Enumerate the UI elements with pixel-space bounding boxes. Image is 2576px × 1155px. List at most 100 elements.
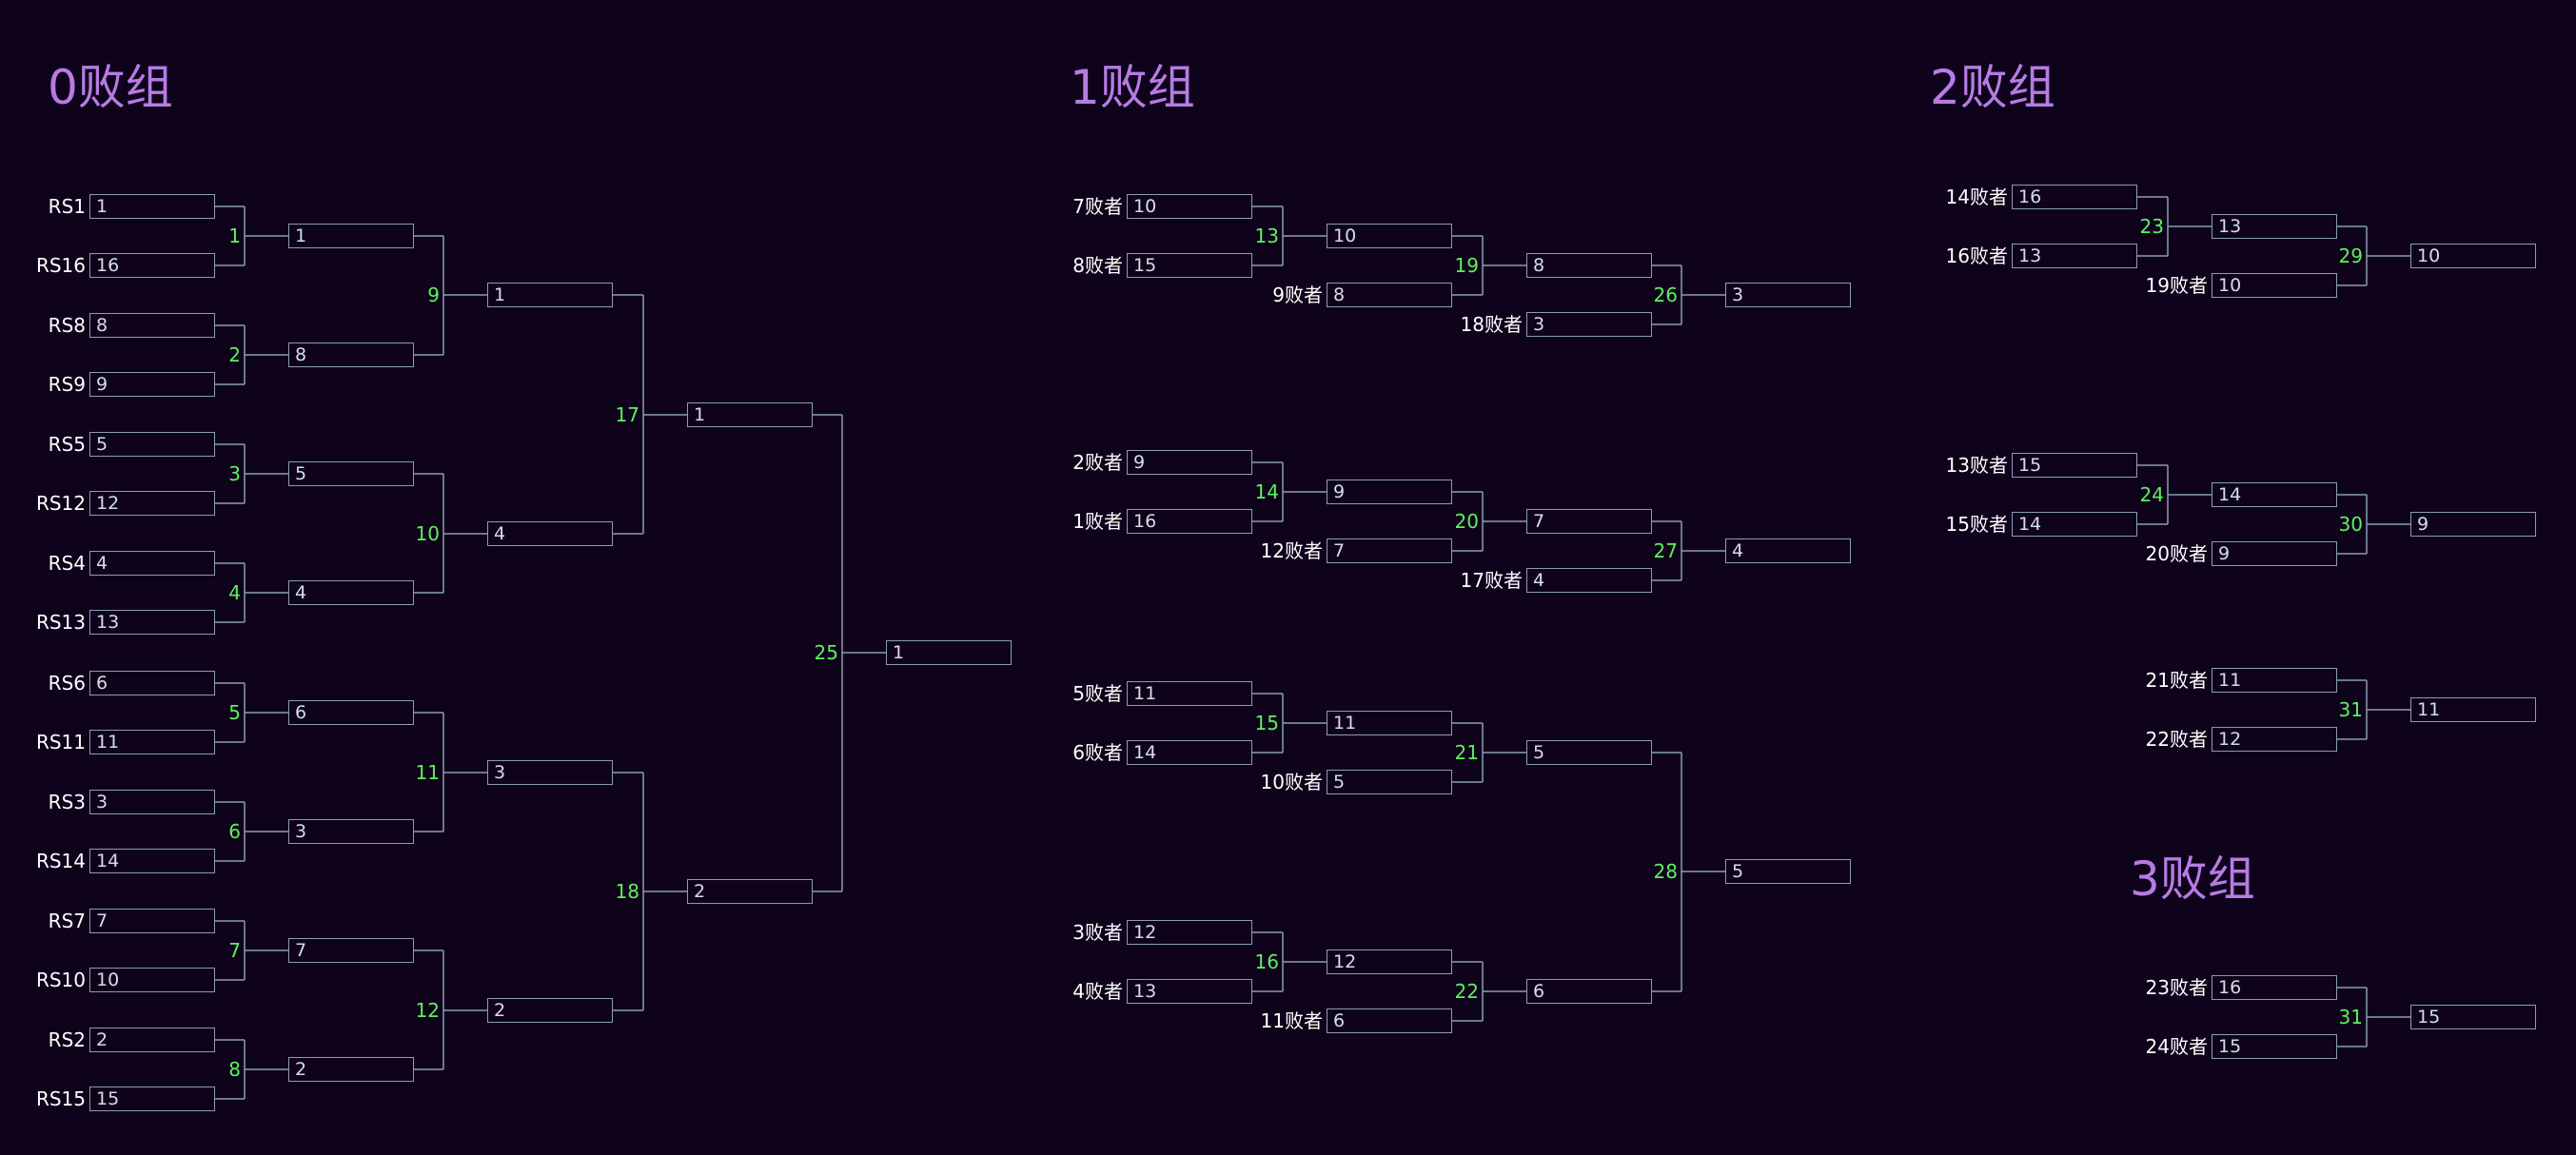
entry-box: 9	[89, 372, 215, 397]
entry-label: RS16	[35, 254, 86, 277]
entry-box: 10	[89, 968, 215, 992]
entry-box: 13	[2012, 244, 2137, 268]
match-number: 20	[1454, 510, 1479, 533]
entry-box: 13	[89, 610, 215, 635]
winner-box: 8	[288, 343, 414, 367]
match-number: 14	[1254, 480, 1279, 503]
winner-box: 4	[288, 580, 414, 605]
winner-box: 2	[687, 879, 813, 904]
entry-label: RS12	[35, 492, 86, 515]
winner-box: 15	[2410, 1005, 2536, 1029]
entry-label: RS2	[48, 1028, 86, 1051]
match-number: 19	[1454, 254, 1479, 277]
entry-box: 14	[1127, 740, 1252, 765]
entry-box: 14	[89, 849, 215, 873]
match-number: 23	[2139, 215, 2164, 238]
entry-label: 7败者	[1072, 195, 1123, 218]
winner-box: 10	[1327, 224, 1452, 248]
winner-box: 4	[1725, 538, 1851, 563]
entry-box: 16	[2012, 185, 2137, 209]
match-number: 5	[228, 701, 241, 724]
match-number: 16	[1254, 950, 1279, 973]
winner-box: 6	[288, 700, 414, 725]
entry-label: 6败者	[1072, 741, 1123, 764]
entry-box: 15	[2212, 1034, 2337, 1059]
entry-label: RS8	[48, 314, 86, 337]
entry-label: RS9	[48, 373, 86, 396]
match-number: 2	[228, 343, 241, 366]
title-3-loss-group: 3败组	[2130, 852, 2255, 907]
match-number: 21	[1454, 741, 1479, 764]
match-number: 31	[2338, 1006, 2363, 1028]
entry-box: 10	[1127, 194, 1252, 219]
match-number: 7	[228, 939, 241, 962]
winner-box: 14	[2212, 482, 2337, 507]
winner-box: 9	[2410, 512, 2536, 537]
entry-label: 23败者	[2145, 976, 2208, 999]
match-number: 29	[2338, 245, 2363, 267]
winner-box: 8	[1526, 253, 1652, 278]
winner-box: 13	[2212, 214, 2337, 239]
match-number: 15	[1254, 712, 1279, 734]
entry-label: RS11	[35, 731, 86, 754]
match-number: 11	[415, 761, 440, 784]
entry-label: RS10	[35, 969, 86, 991]
winner-box: 5	[1526, 740, 1652, 765]
winner-box: 3	[1725, 283, 1851, 307]
entry-box: 9	[2212, 541, 2337, 566]
entry-box: 12	[1127, 920, 1252, 945]
match-number: 22	[1454, 980, 1479, 1003]
entry-box: 13	[1127, 979, 1252, 1004]
entry-box: 16	[2212, 975, 2337, 1000]
entry-box: 15	[2012, 453, 2137, 478]
match-number: 4	[228, 581, 241, 604]
entry-label: 21败者	[2145, 669, 2208, 692]
entry-box: 7	[89, 909, 215, 933]
match-number: 9	[427, 284, 440, 306]
match-number: 12	[415, 999, 440, 1022]
winner-box: 11	[2410, 697, 2536, 722]
entry-label: 1败者	[1072, 510, 1123, 533]
entry-box: 15	[89, 1086, 215, 1111]
entry-box: 2	[89, 1028, 215, 1052]
winner-box: 1	[288, 224, 414, 248]
entry-label: 17败者	[1460, 569, 1523, 592]
entry-label: RS14	[35, 850, 86, 872]
winner-box: 3	[487, 760, 613, 785]
entry-label: RS1	[48, 195, 86, 218]
winner-box: 1	[687, 402, 813, 427]
entry-label: 3败者	[1072, 921, 1123, 944]
winner-box: 2	[288, 1057, 414, 1082]
winner-box: 5	[1725, 859, 1851, 884]
entry-label: 15败者	[1945, 513, 2008, 536]
winner-box: 3	[288, 819, 414, 844]
winner-box: 1	[487, 283, 613, 307]
entry-label: 12败者	[1260, 539, 1323, 562]
match-number: 1	[228, 225, 241, 247]
match-number: 18	[615, 880, 639, 903]
title-2-loss-group: 2败组	[1930, 60, 2055, 115]
entry-label: 5败者	[1072, 682, 1123, 705]
winner-box: 6	[1526, 979, 1652, 1004]
winner-box: 7	[1526, 509, 1652, 534]
entry-label: 9败者	[1272, 284, 1323, 306]
entry-box: 11	[1127, 681, 1252, 706]
match-number: 26	[1653, 284, 1678, 306]
winner-box: 9	[1327, 480, 1452, 504]
entry-label: 8败者	[1072, 254, 1123, 277]
entry-label: 22败者	[2145, 728, 2208, 751]
entry-label: RS6	[48, 672, 86, 695]
winner-box: 4	[487, 521, 613, 546]
entry-box: 11	[89, 730, 215, 754]
title-1-loss-group: 1败组	[1070, 60, 1195, 115]
entry-box: 8	[1327, 283, 1452, 307]
entry-box: 7	[1327, 538, 1452, 563]
match-number: 28	[1653, 860, 1678, 883]
entry-box: 4	[1526, 568, 1652, 593]
entry-label: RS13	[35, 611, 86, 634]
winner-box: 7	[288, 938, 414, 963]
entry-box: 14	[2012, 512, 2137, 537]
entry-box: 15	[1127, 253, 1252, 278]
match-number: 13	[1254, 225, 1279, 247]
